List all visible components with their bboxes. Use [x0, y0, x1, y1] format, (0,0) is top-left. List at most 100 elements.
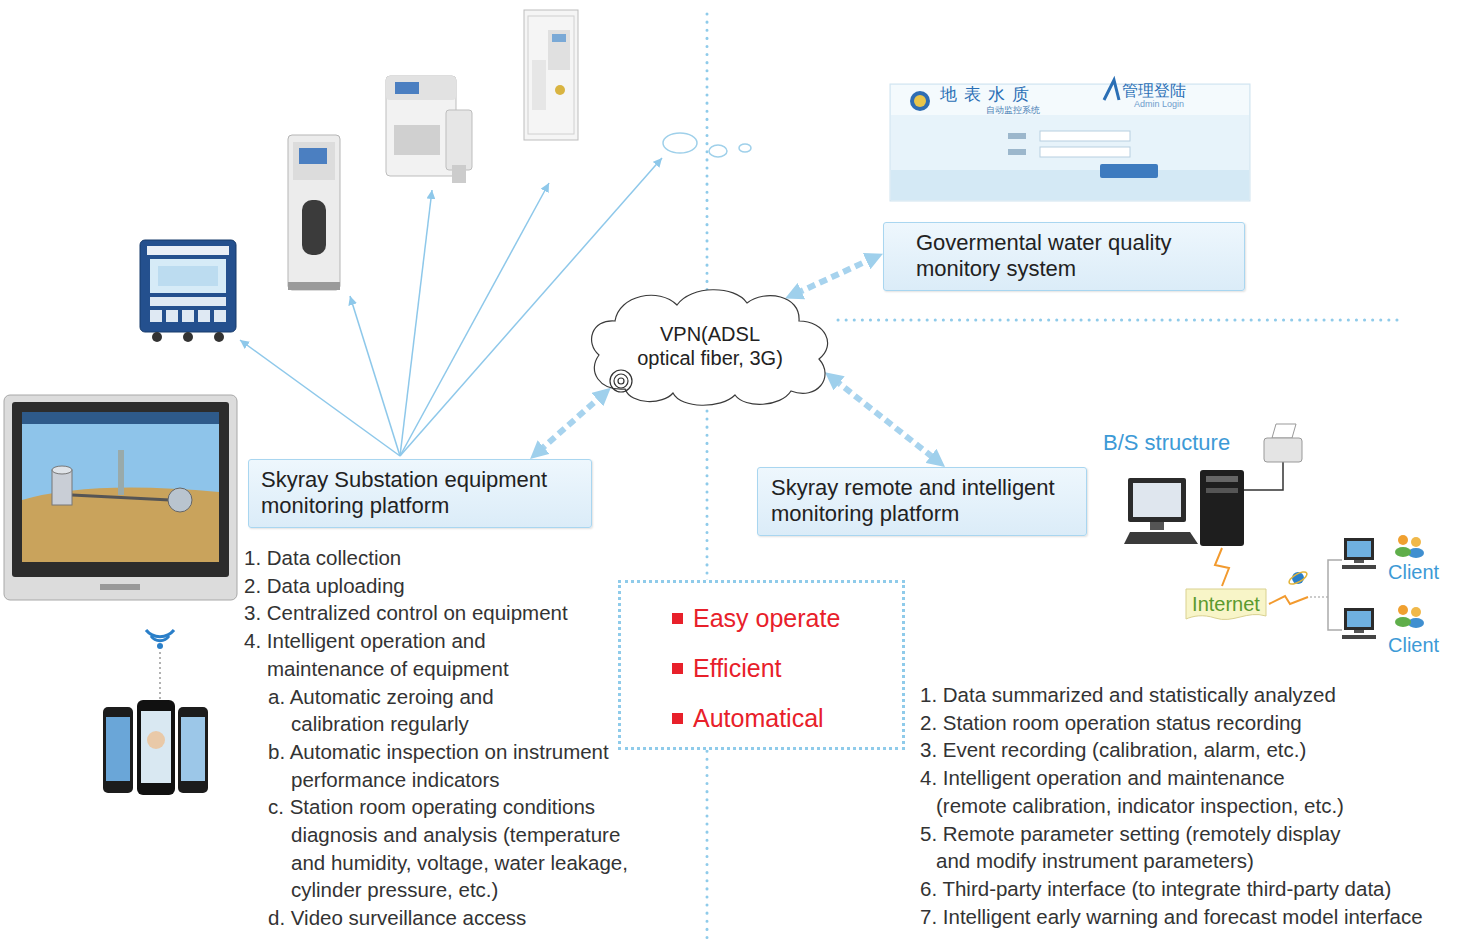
cloud-shape [592, 290, 828, 406]
list-item: 1. Data collection [244, 544, 604, 572]
more-bubble [739, 144, 751, 152]
list-column: 1. Data summarized and statistically ana… [920, 681, 1450, 930]
client-label: Client [1388, 560, 1439, 584]
bullet-square [672, 613, 683, 624]
cabinet-base [288, 282, 340, 290]
user-head [1411, 537, 1421, 547]
wireless-link [159, 652, 161, 700]
device-link [400, 183, 549, 456]
user-head [1411, 607, 1421, 617]
client-stand [1354, 560, 1364, 563]
cabinet-part [555, 85, 565, 95]
cabinet-panel [532, 60, 546, 110]
client-screen [1347, 611, 1371, 627]
analyser-top [386, 76, 456, 100]
panel-tank-top [52, 466, 72, 474]
client-stand [1354, 630, 1364, 633]
panel-menu [22, 412, 219, 424]
login-button [1100, 164, 1158, 178]
cable-gland [152, 332, 162, 342]
more-bubble [709, 145, 727, 157]
dashed-connector [796, 259, 872, 294]
client-screen [1347, 541, 1371, 557]
bullet-square [672, 663, 683, 674]
signal-symbol [618, 378, 624, 384]
login-input [1040, 131, 1130, 141]
network-cloud: VPN(ADSL optical fiber, 3G) [585, 285, 835, 406]
user-head [1398, 535, 1408, 545]
controller-key [182, 310, 194, 322]
structure-label: B/S structure [1103, 430, 1230, 456]
screen-subtitle: Admin Login [1134, 99, 1184, 110]
list-item: 2. Station room operation status recordi… [920, 709, 1450, 737]
bullet-row: Easy operate [672, 593, 902, 643]
panel-bezel [12, 402, 229, 577]
signal-symbol [610, 370, 632, 392]
login-emblem [914, 95, 926, 107]
feature-text: Easy operate [693, 604, 840, 633]
list-item: 4. Intelligent operation and maintenance… [244, 627, 529, 682]
panel-pole [118, 450, 124, 495]
phone-face [147, 731, 165, 749]
login-logo [1104, 80, 1119, 100]
device-link [350, 296, 400, 456]
signal-symbol [614, 374, 628, 388]
controller-device [140, 240, 236, 342]
cloud-outline [585, 285, 835, 406]
screen-title: 地表水质 [940, 84, 1036, 104]
bullet-row: Efficient [672, 643, 902, 693]
cabinet-analyser [288, 135, 340, 290]
controller-body [140, 240, 236, 332]
controller-bar [150, 297, 226, 306]
cabinet-module [548, 30, 570, 70]
bullet-row: Automatical [672, 693, 902, 743]
controller-key [150, 310, 162, 322]
login-emblem [910, 91, 930, 111]
divider-line [706, 14, 709, 943]
more-bubble [663, 133, 697, 153]
cable-gland [183, 332, 193, 342]
list-subitem: b. Automatic inspection on instrument pe… [268, 738, 648, 793]
panel-sphere [168, 488, 192, 512]
node-text: Skyray remote and intelligent monitoring… [771, 475, 1073, 528]
touch-panel [4, 395, 237, 600]
server-screen [1133, 483, 1181, 517]
screen-title: 管理登陆 [1122, 81, 1186, 100]
controller-readout [158, 266, 218, 286]
bullet-square [672, 713, 683, 724]
list-item: 7. Intelligent early warning and forecas… [920, 903, 1450, 931]
list-item: 5. Remote parameter setting (remotely di… [920, 820, 1352, 875]
client-label: Client [1388, 633, 1439, 657]
node-text: Internet [1192, 593, 1260, 622]
system-box: Govermental water quality monitory syste… [883, 222, 1245, 291]
server-stand [1150, 522, 1164, 530]
client-monitor [1344, 538, 1374, 560]
panel-frame [4, 395, 237, 600]
analyser-slot [394, 125, 440, 155]
list-item: 4. Intelligent operation and maintenance… [920, 764, 1352, 819]
server-tower [1200, 470, 1244, 546]
platform-box: Skyray Substation equipment monitoring p… [248, 459, 592, 528]
divider-line [838, 319, 1400, 322]
list-subitem: c. Station room operating conditions dia… [268, 793, 646, 904]
client-keyboard [1342, 565, 1376, 569]
server-drive [1206, 488, 1238, 493]
device-link [240, 340, 400, 456]
client-monitor [1344, 608, 1374, 630]
bench-analyser [386, 76, 472, 183]
controller-screen [150, 259, 226, 293]
user-body [1395, 617, 1411, 627]
screen-subtitle: 自动监控系统 [986, 105, 1040, 116]
controller-key [198, 310, 210, 322]
controller-key [214, 310, 226, 322]
wifi-wave [146, 630, 174, 637]
login-header [891, 85, 1249, 115]
cabinet-body [288, 135, 340, 290]
panel-tank [52, 470, 72, 505]
node-text: Skyray Substation equipment monitoring p… [261, 467, 579, 520]
list-item: 6. Third-party interface (to integrate t… [920, 875, 1450, 903]
panel-sky [22, 412, 219, 562]
panel-pipe [72, 495, 170, 500]
feature-text: Efficient [693, 654, 781, 683]
list-column: 1. Data collection2. Data uploading3. Ce… [244, 544, 648, 932]
